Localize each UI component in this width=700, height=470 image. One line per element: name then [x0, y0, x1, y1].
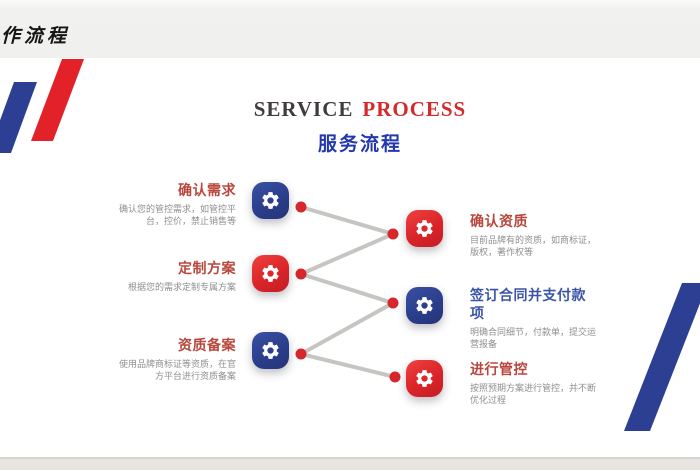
gear-icon — [260, 190, 281, 211]
step-3: 定制方案 根据您的需求定制专属方案 — [116, 259, 236, 293]
step-3-icon-badge — [252, 255, 289, 292]
step-1-icon-badge — [252, 182, 289, 219]
gear-icon — [414, 368, 435, 389]
step-6-title: 进行管控 — [470, 361, 528, 377]
step-6-description: 按照预期方案进行管控，并不断优化过程 — [470, 383, 597, 405]
gear-icon — [260, 340, 281, 361]
step-2-description: 目前品牌有的资质，如商标证，版权，著作权等 — [470, 235, 597, 257]
dot-step-1 — [295, 201, 307, 213]
step-2-icon-badge — [406, 210, 443, 247]
step-1: 确认需求 确认您的管控需求，如管控平台，控价，禁止销售等 — [116, 181, 236, 227]
gear-icon — [260, 263, 281, 284]
step-5-title: 资质备案 — [178, 337, 236, 353]
step-2-title: 确认资质 — [470, 213, 528, 229]
step-5: 资质备案 使用品牌商标证等资质，在官方平台进行资质备案 — [116, 336, 236, 382]
title-chinese: 服务流程 — [317, 134, 402, 155]
dot-step-2 — [387, 228, 399, 240]
dot-step-3 — [295, 268, 307, 280]
step-3-title: 定制方案 — [178, 260, 236, 276]
connector-line — [295, 205, 399, 379]
dot-step-5 — [295, 348, 307, 360]
step-3-description: 根据您的需求定制专属方案 — [127, 282, 236, 292]
top-band — [0, 0, 700, 58]
step-5-icon-badge — [252, 332, 289, 369]
step-2: 确认资质 目前品牌有的资质，如商标证，版权，著作权等 — [470, 212, 600, 258]
decor-slash-blue-bottom-right — [624, 283, 700, 431]
dot-step-4 — [387, 297, 399, 309]
title-english-word1: SERVICE — [253, 97, 354, 121]
step-6: 进行管控 按照预期方案进行管控，并不断优化过程 — [470, 360, 596, 406]
title-english: SERVICE PROCESS — [20, 97, 700, 122]
step-6-icon-badge — [406, 360, 443, 397]
title-english-word2: PROCESS — [362, 97, 467, 121]
step-5-description: 使用品牌商标证等资质，在官方平台进行资质备案 — [118, 359, 236, 381]
step-4-title: 签订合同并支付款项 — [470, 287, 586, 321]
connector-dots — [295, 201, 401, 383]
step-4: 签订合同并支付款项 明确合同细节，付款单，提交运营报备 — [470, 286, 596, 350]
step-4-description: 明确合同细节，付款单，提交运营报备 — [470, 327, 597, 349]
step-1-title: 确认需求 — [178, 182, 236, 198]
page-title: 作流程 — [1, 25, 71, 47]
gear-icon — [414, 295, 435, 316]
dot-step-6 — [389, 371, 401, 383]
gear-icon — [414, 218, 435, 239]
step-4-icon-badge — [406, 287, 443, 324]
bottom-band — [0, 457, 700, 470]
step-1-description: 确认您的管控需求，如管控平台，控价，禁止销售等 — [118, 204, 236, 226]
